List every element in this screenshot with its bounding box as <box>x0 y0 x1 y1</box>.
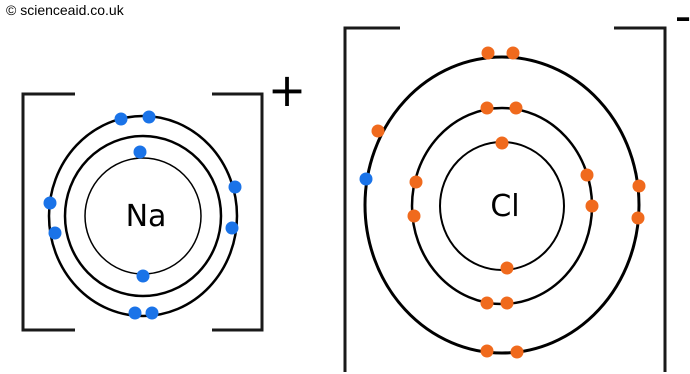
sodium-electrons <box>43 110 242 320</box>
electron <box>480 344 494 358</box>
chloride-ion: Cl - <box>343 0 690 372</box>
sodium-left-bracket <box>21 92 75 332</box>
electron <box>133 145 147 159</box>
electron <box>480 101 494 115</box>
electron <box>509 101 523 115</box>
electron <box>225 221 239 235</box>
electron <box>481 46 495 60</box>
electron <box>500 261 514 275</box>
sodium-inner-shell <box>63 134 223 298</box>
electron <box>136 269 150 283</box>
electron <box>500 296 514 310</box>
electron <box>585 199 599 213</box>
electron <box>114 112 128 126</box>
electron <box>495 136 509 150</box>
electron <box>371 124 385 138</box>
electron <box>228 180 242 194</box>
electron <box>48 226 62 240</box>
electron <box>580 168 594 182</box>
sodium-charge: + <box>268 63 307 117</box>
electron <box>142 110 156 124</box>
electron <box>480 296 494 310</box>
chloride-electrons <box>371 46 646 359</box>
chloride-symbol: Cl <box>490 189 519 224</box>
transferred-electron <box>359 172 373 186</box>
electron <box>145 306 159 320</box>
electron <box>510 345 524 359</box>
electron <box>409 175 423 189</box>
electron <box>631 211 645 225</box>
sodium-symbol: Na <box>126 199 167 234</box>
electron <box>407 209 421 223</box>
chloride-outer-shell <box>363 55 641 355</box>
copyright-credit: © scienceaid.co.uk <box>6 2 124 18</box>
sodium-ion: Na + <box>21 63 307 332</box>
electron <box>506 46 520 60</box>
electron <box>632 179 646 193</box>
electron <box>43 196 57 210</box>
sodium-right-bracket <box>212 92 264 332</box>
chloride-right-bracket <box>614 26 667 372</box>
chloride-left-bracket <box>343 26 400 372</box>
chloride-charge: - <box>675 0 690 43</box>
electron <box>128 306 142 320</box>
